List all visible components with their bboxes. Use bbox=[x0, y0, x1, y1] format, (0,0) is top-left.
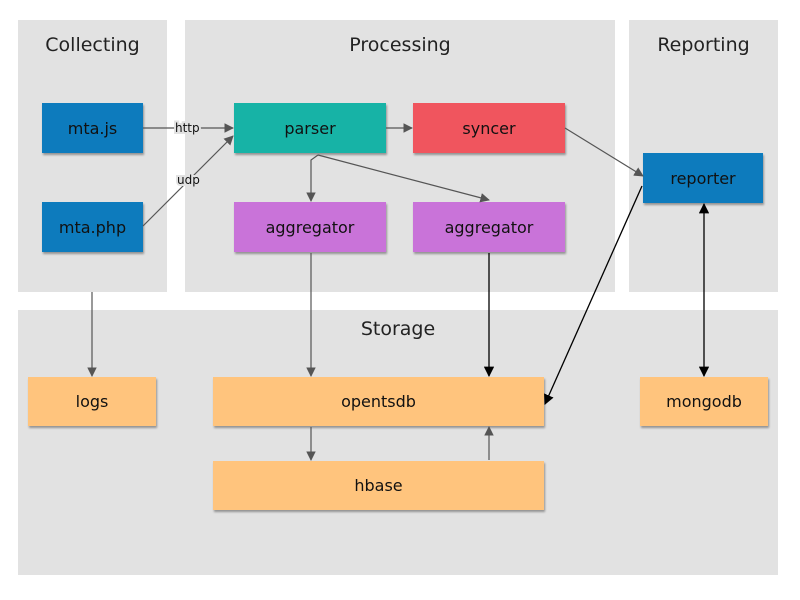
aggregator-node-2: aggregator bbox=[413, 202, 565, 252]
mta-php-node: mta.php bbox=[42, 202, 143, 252]
aggregator-node-1: aggregator bbox=[234, 202, 386, 252]
http-label: http bbox=[175, 121, 200, 135]
edge-parser-aggregator1 bbox=[306, 154, 319, 202]
syncer-node: syncer bbox=[413, 103, 565, 153]
reporter-node: reporter bbox=[643, 153, 763, 203]
udp-label: udp bbox=[177, 173, 200, 187]
edge-parser-aggregator2 bbox=[317, 154, 490, 203]
opentsdb-node: opentsdb bbox=[213, 377, 544, 426]
storage-title: Storage bbox=[360, 318, 436, 340]
collecting-title: Collecting bbox=[45, 34, 140, 56]
edge-reporter-opentsdb bbox=[544, 185, 643, 405]
logs-node: logs bbox=[28, 377, 156, 426]
edge-syncer-reporter bbox=[564, 127, 644, 177]
hbase-node: hbase bbox=[213, 461, 544, 510]
mta-js-node: mta.js bbox=[42, 103, 143, 153]
mongodb-node: mongodb bbox=[640, 377, 768, 426]
parser-node: parser bbox=[234, 103, 386, 153]
processing-title: Processing bbox=[349, 34, 451, 56]
edge-mtaphp-parser bbox=[142, 135, 234, 227]
reporting-title: Reporting bbox=[657, 34, 750, 56]
storage-group: Storage bbox=[18, 310, 778, 575]
